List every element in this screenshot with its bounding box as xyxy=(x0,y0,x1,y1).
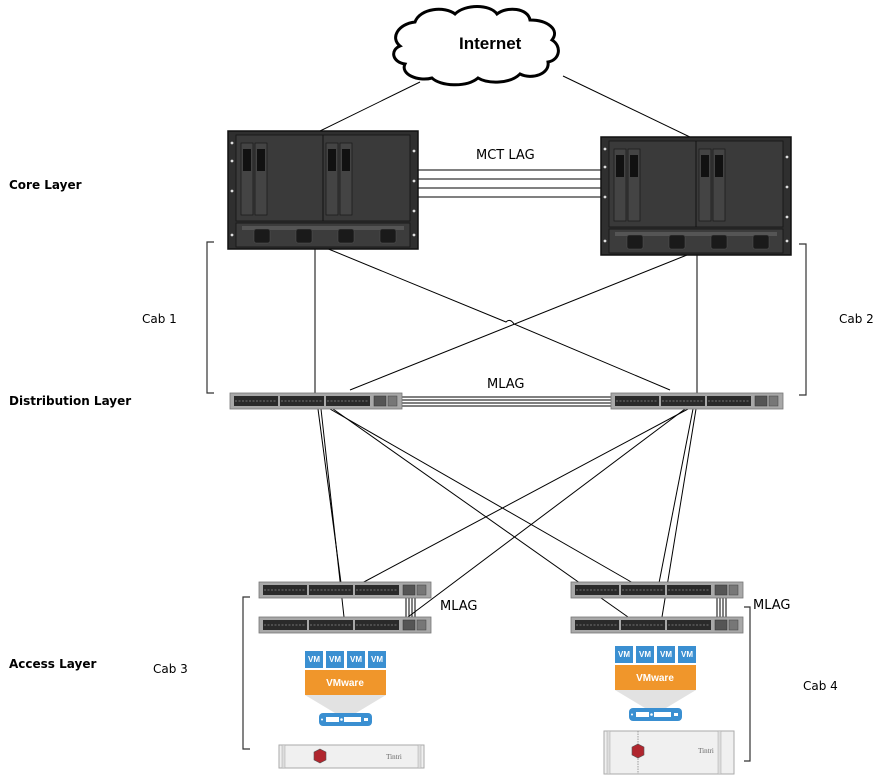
access-switch-left-bottom xyxy=(258,616,432,634)
access-switch-left-top xyxy=(258,581,432,599)
vmware-label: VMware xyxy=(636,673,674,684)
access-switch-right-top xyxy=(570,581,744,599)
vm-box xyxy=(347,651,365,668)
vm-box xyxy=(368,651,386,668)
link-core-left-dist-right xyxy=(325,247,671,391)
storage-logo-icon xyxy=(631,743,645,759)
vm-label: VM xyxy=(660,650,672,659)
access-switch-right-bottom xyxy=(570,616,744,634)
storage-brand: Tintri xyxy=(386,753,402,761)
vm-label: VM xyxy=(371,655,383,664)
internet-label: Internet xyxy=(459,34,522,53)
access-left-mlag-label: MLAG xyxy=(440,599,478,614)
vm-label: VM xyxy=(308,655,320,664)
cab1-bracket xyxy=(206,241,214,394)
mct-lag-label: MCT LAG xyxy=(476,148,535,163)
vmware-label: VMware xyxy=(326,678,364,689)
storage-logo-icon xyxy=(313,748,327,764)
cab2-label: Cab 2 xyxy=(839,312,874,326)
host-stack-right: VM VM VM VM VMware Tintri xyxy=(603,646,735,775)
storage-appliance: Tintri xyxy=(603,730,735,775)
distribution-mlag-links xyxy=(402,396,614,407)
core-switch-right xyxy=(600,136,792,256)
vm-label: VM xyxy=(681,650,693,659)
storage-appliance: Tintri xyxy=(278,744,425,769)
vm-box xyxy=(326,651,344,668)
internet-cloud xyxy=(392,5,560,87)
vm-box xyxy=(636,646,654,663)
cab1-label: Cab 1 xyxy=(142,312,177,326)
distribution-switch-left xyxy=(229,392,403,410)
cab3-label: Cab 3 xyxy=(153,662,188,676)
cab3-bracket xyxy=(242,596,250,750)
vm-box xyxy=(305,651,323,668)
access-right-mlag-label: MLAG xyxy=(753,598,791,613)
vm-box xyxy=(615,646,633,663)
vm-label: VM xyxy=(329,655,341,664)
host-stack-left: VM VM VM VM VMware Tintri xyxy=(278,651,425,769)
server-nic-icon xyxy=(319,713,372,726)
link-internet-core-right xyxy=(562,75,693,139)
cab4-bracket xyxy=(744,606,751,762)
distribution-layer-label: Distribution Layer xyxy=(9,394,132,408)
storage-brand: Tintri xyxy=(698,747,714,755)
vm-label: VM xyxy=(639,650,651,659)
mct-lag-links xyxy=(410,169,602,198)
vmware-bar xyxy=(615,665,696,690)
vm-label: VM xyxy=(618,650,630,659)
vmware-bar xyxy=(305,670,386,695)
cab4-label: Cab 4 xyxy=(803,679,838,693)
server-nic-icon xyxy=(629,708,682,721)
access-layer-label: Access Layer xyxy=(9,657,97,671)
link-internet-core-left xyxy=(319,81,421,132)
cab2-bracket xyxy=(799,243,807,396)
vm-box xyxy=(657,646,675,663)
core-layer-label: Core Layer xyxy=(9,178,82,192)
vm-box xyxy=(678,646,696,663)
distribution-switch-right xyxy=(610,392,784,410)
distribution-mlag-label: MLAG xyxy=(487,377,525,392)
vm-label: VM xyxy=(350,655,362,664)
link-core-right-dist-left xyxy=(349,254,688,391)
core-switch-left xyxy=(227,130,419,250)
